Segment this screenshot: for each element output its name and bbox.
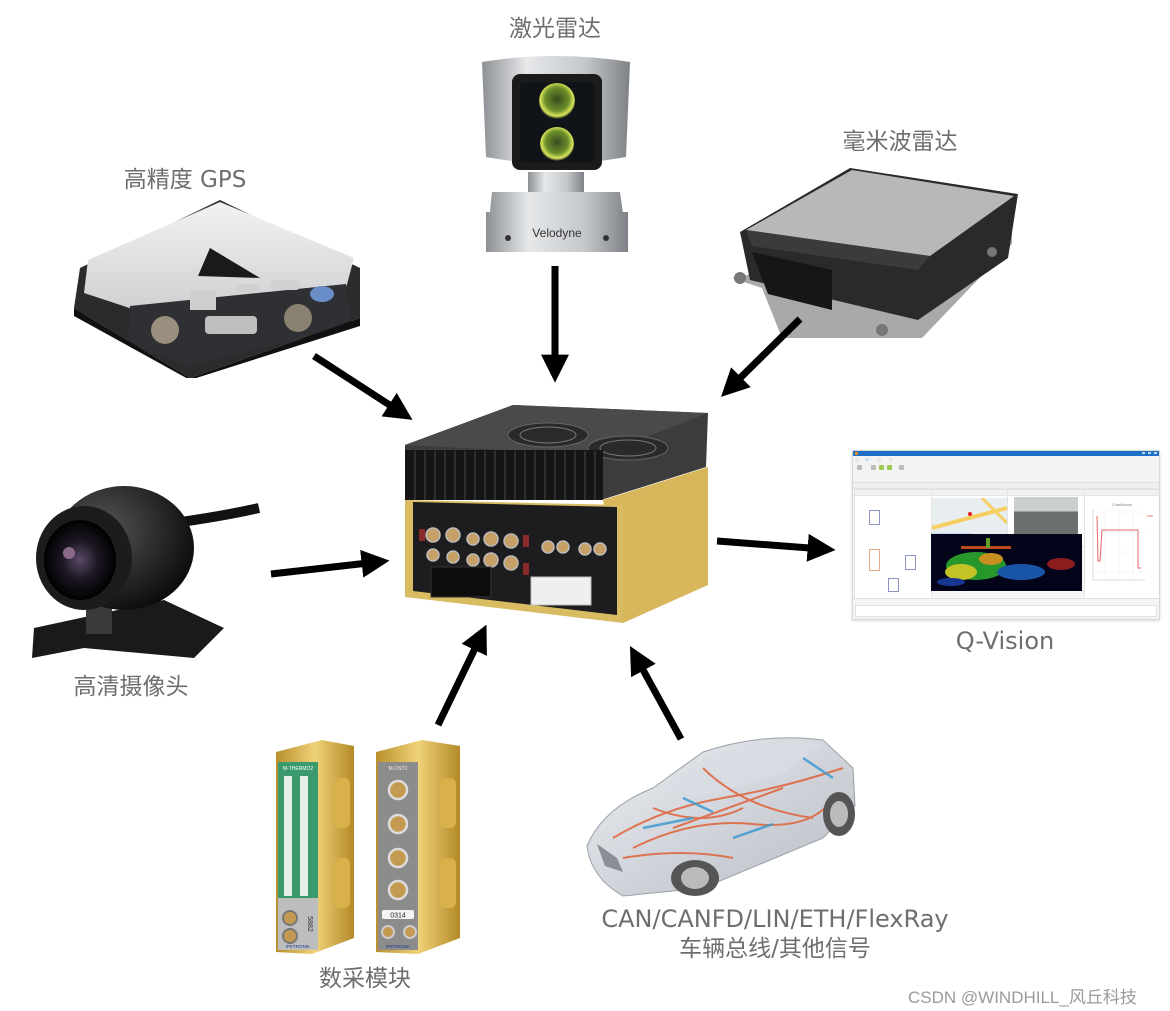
module-1-serial-text: 5882 [306, 916, 313, 932]
qvision-title-bar [853, 451, 1159, 456]
label-camera: 高清摄像头 [73, 674, 189, 700]
pane-coordinate [854, 489, 932, 600]
module-2-serial-text: 0314 [390, 913, 406, 920]
module-2-model-text: M-CNT2 [389, 766, 408, 772]
label-lidar: 激光雷达 [509, 16, 601, 42]
pane-output [853, 598, 1159, 619]
arrow-center-to-qvision [716, 533, 836, 562]
label-bus-protocols: CAN/CANFD/LIN/ETH/FlexRay [601, 905, 949, 933]
qvision-ribbon [853, 456, 1159, 483]
arrow-gps-to-center [312, 353, 413, 420]
camera-icon [24, 478, 264, 678]
label-bus-signals: 车辆总线/其他信号 [679, 936, 871, 962]
close-icon [1154, 452, 1157, 454]
label-radar: 毫米波雷达 [842, 129, 958, 155]
pane-yt-chart: ChartName [1084, 489, 1159, 600]
module-1-brand-text: IPETRONIK [286, 944, 310, 949]
arrow-radar-to-center [721, 316, 803, 397]
label-gps: 高精度 GPS [123, 167, 247, 193]
watermark: CSDN @WINDHILL_风丘科技 [908, 988, 1137, 1007]
gps-receiver-icon [70, 198, 365, 378]
data-logger-icon [403, 405, 713, 627]
arrow-daq-to-center [434, 624, 487, 727]
module-1-model-text: M-THERMO2 [283, 766, 313, 772]
daq-module-icon: M-THERMO2 5882 IPETRONIK M-CNT2 0314 IPE… [272, 738, 467, 958]
pane-point-cloud [931, 534, 1082, 591]
mmwave-radar-icon [722, 160, 1022, 340]
arrow-bus-to-center [629, 645, 685, 741]
yt-chart-graphic: ChartName [1092, 502, 1153, 581]
velodyne-brand-text: Velodyne [532, 226, 582, 240]
vehicle-harness-icon [583, 728, 858, 898]
label-daq: 数采模块 [319, 966, 411, 992]
app-logo-icon [855, 452, 858, 455]
lidar-icon: Velodyne [478, 52, 633, 257]
arrow-camera-to-center [270, 549, 390, 578]
module-2-brand-text: IPETRONIK [386, 944, 410, 949]
maximize-icon [1148, 452, 1151, 454]
label-qvision: Q-Vision [955, 627, 1055, 655]
chart-title: ChartName [1112, 502, 1133, 507]
minimize-icon [1142, 452, 1145, 454]
software-window-icon: ChartName [852, 450, 1160, 620]
